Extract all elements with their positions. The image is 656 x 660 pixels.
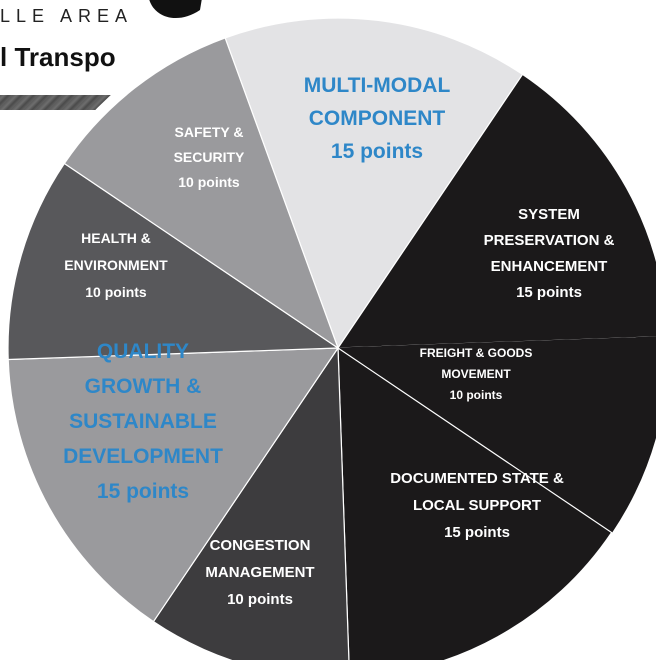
pie-slice: [336, 336, 656, 534]
slice-label-line: MANAGEMENT: [205, 564, 314, 581]
slice-label-line: 10 points: [85, 284, 147, 300]
slice-label-line: HEALTH &: [81, 230, 151, 246]
slice-label-line: 10 points: [178, 174, 240, 190]
slice-label: CONGESTION MANAGEMENT 10 points: [205, 537, 314, 608]
slice-label-line: COMPONENT: [309, 107, 446, 130]
slice-label-line: DEVELOPMENT: [63, 445, 223, 468]
slice-label-line: 15 points: [97, 480, 189, 503]
slice-label-line: 10 points: [227, 591, 293, 608]
slice-label-line: QUALITY: [97, 340, 189, 363]
slice-label-line: ENVIRONMENT: [64, 257, 168, 273]
slice-label-line: CONGESTION: [210, 537, 311, 554]
slice-label: SAFETY & SECURITY 10 points: [174, 124, 245, 190]
pie-slice: [7, 162, 340, 361]
pie-slice: [63, 37, 340, 350]
slice-label: FREIGHT & GOODS MOVEMENT 10 points: [420, 346, 533, 402]
slice-label-line: SYSTEM: [518, 206, 580, 223]
slice-label-line: PRESERVATION &: [484, 232, 615, 249]
pie-slice: [336, 73, 656, 349]
header-area-text: LLE AREA: [0, 6, 134, 26]
pie-slice: [337, 346, 613, 660]
slice-label: SYSTEM PRESERVATION & ENHANCEMENT 15 points: [484, 206, 615, 301]
slice-label-line: 15 points: [444, 524, 510, 541]
pie-slice: [7, 347, 340, 623]
slice-label-line: 10 points: [450, 388, 503, 402]
logo-mark: [149, 0, 202, 19]
slice-label: DOCUMENTED STATE & LOCAL SUPPORT 15 points: [390, 470, 564, 541]
slice-label-line: SUSTAINABLE: [69, 410, 217, 433]
pie-slice: [224, 17, 524, 350]
slice-label-line: SAFETY &: [175, 124, 244, 140]
slice-label-line: ENHANCEMENT: [491, 258, 608, 275]
header-transportation-text: l Transpo: [0, 42, 116, 72]
slice-label-line: 15 points: [516, 284, 582, 301]
slice-label-line: MULTI-MODAL: [304, 74, 451, 97]
slice-label-line: FREIGHT & GOODS: [420, 346, 533, 360]
pie-slice: [152, 346, 350, 660]
slice-label: QUALITY GROWTH & SUSTAINABLE DEVELOPMENT 15 …: [63, 340, 223, 503]
slice-label-line: MOVEMENT: [441, 367, 511, 381]
slice-label-line: LOCAL SUPPORT: [413, 497, 541, 514]
slice-label-line: GROWTH &: [85, 375, 202, 398]
slice-label-line: 15 points: [331, 140, 423, 163]
background-photo: [0, 95, 130, 110]
slice-label: MULTI-MODAL COMPONENT 15 points: [304, 74, 451, 163]
slice-label-line: SECURITY: [174, 149, 245, 165]
slice-label: HEALTH & ENVIRONMENT 10 points: [64, 230, 168, 300]
slice-label-line: DOCUMENTED STATE &: [390, 470, 564, 487]
